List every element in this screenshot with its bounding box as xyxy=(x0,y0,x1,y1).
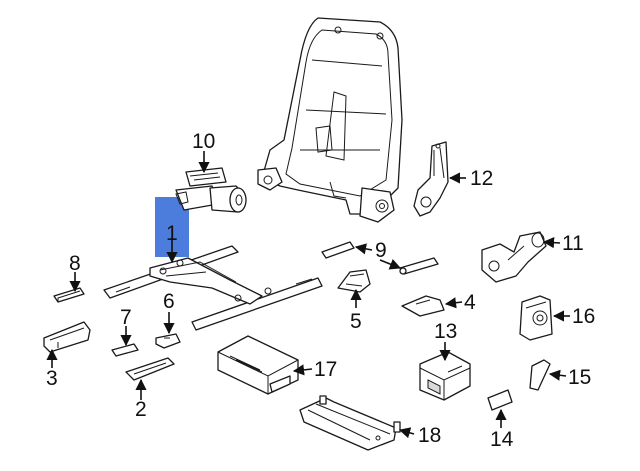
part-5 xyxy=(337,269,371,293)
part-15 xyxy=(529,359,551,391)
part-4 xyxy=(401,295,445,317)
leader-lines xyxy=(46,151,570,439)
callout-11: 11 xyxy=(562,232,584,255)
part-17-module xyxy=(217,335,299,395)
part-16 xyxy=(519,295,553,341)
part-6 xyxy=(155,333,181,349)
callout-6: 6 xyxy=(163,290,175,313)
part-3 xyxy=(43,321,91,353)
part-7 xyxy=(111,343,139,357)
callout-7: 7 xyxy=(120,306,132,329)
callout-5: 5 xyxy=(350,310,362,333)
callout-10: 10 xyxy=(192,130,215,153)
callout-12: 12 xyxy=(470,167,493,190)
part-9 xyxy=(321,241,439,275)
callout-16: 16 xyxy=(572,305,595,328)
part-11 xyxy=(481,231,547,283)
callout-2: 2 xyxy=(135,398,147,421)
part-13 xyxy=(419,351,471,401)
callout-4: 4 xyxy=(464,291,476,314)
seat-back-frame xyxy=(257,17,403,223)
callout-8: 8 xyxy=(69,252,81,275)
callout-18: 18 xyxy=(418,424,441,447)
part-1-seat-track xyxy=(103,245,323,331)
part-10-motor xyxy=(175,167,247,213)
callout-3: 3 xyxy=(46,367,58,390)
part-8 xyxy=(53,287,85,303)
callout-15: 15 xyxy=(568,366,591,389)
callout-labels: 1 2 3 4 5 6 7 8 9 10 11 12 13 14 15 16 1… xyxy=(46,130,595,451)
callout-13: 13 xyxy=(434,320,457,343)
callout-14: 14 xyxy=(490,428,514,451)
callout-1: 1 xyxy=(166,222,178,245)
callout-9: 9 xyxy=(375,239,387,262)
part-14 xyxy=(487,389,513,411)
part-18-bracket xyxy=(299,395,401,451)
part-2 xyxy=(125,357,175,381)
callout-17: 17 xyxy=(314,358,337,381)
part-12 xyxy=(413,141,449,217)
